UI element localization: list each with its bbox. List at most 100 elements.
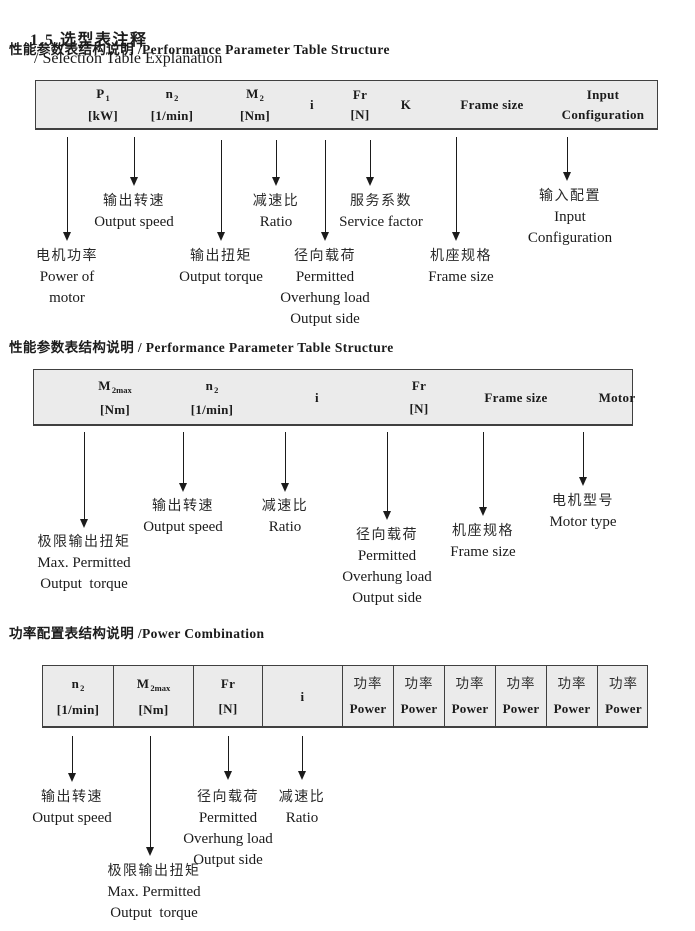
header-text: Fr [353, 88, 367, 101]
annotation-label-en: Motor type [549, 514, 617, 530]
table-column-header: 功率 Power [445, 666, 496, 726]
header-text: n2 [206, 379, 219, 395]
header-text: Fr [412, 379, 426, 392]
header-text: 功率 [405, 677, 434, 691]
header-text-main: M [246, 86, 259, 102]
annotation-label-en: Output side [290, 311, 360, 327]
header-text: 功率 [456, 677, 485, 691]
header-text: Power [452, 702, 489, 715]
header-text-main: Input [586, 87, 620, 102]
header-text-main: 功率 [455, 676, 485, 692]
header-subscript: 1 [105, 93, 110, 104]
annotation-label-en: Permitted [198, 810, 258, 826]
table-column-header: 功率 Power [394, 666, 445, 726]
header-text: M2max [137, 677, 170, 693]
annotation-label-en: Output torque [40, 576, 128, 592]
section-heading-performance-1: 性能参数表结构说明 /Performance Parameter Table S… [9, 42, 390, 57]
header-text-main: Motor [598, 389, 636, 405]
annotation-label-en: Output side [193, 852, 263, 868]
page-title-en: / Selection Table Explanation [34, 50, 223, 67]
header-text-main: Power [553, 700, 591, 716]
header-subscript: 2 [80, 682, 85, 693]
table-column-header: n2 [1/min] [191, 370, 234, 424]
header-text-main: [1/min] [150, 107, 194, 123]
header-text: 功率 [609, 677, 638, 691]
table-column-header: n2 [1/min] [151, 81, 194, 128]
annotation-label-en: Permitted [357, 548, 417, 564]
down-arrow-icon [563, 137, 571, 181]
annotation-label-zh: 径向载荷 [294, 249, 356, 264]
header-text: n2 [72, 677, 85, 693]
table-column-header: Motor [599, 370, 636, 424]
table-column-header: i [310, 81, 314, 128]
annotation-label-en: Output speed [143, 519, 223, 535]
down-arrow-icon [217, 140, 225, 241]
annotation-label-zh: 输出转速 [102, 194, 165, 209]
header-text-main: Power [502, 700, 540, 716]
header-text: i [310, 98, 314, 111]
annotation-label-en: Ratio [285, 810, 319, 826]
header-text-main: Power [451, 700, 489, 716]
header-text: K [401, 98, 411, 111]
header-text: 功率 [354, 677, 383, 691]
header-text-main: 功率 [557, 676, 587, 692]
down-arrow-icon [68, 736, 76, 782]
header-text-main: [kW] [87, 107, 119, 123]
header-text-main: [Nm] [239, 107, 271, 123]
annotation-label-zh: 输出转速 [40, 790, 103, 805]
header-text: Power [503, 702, 540, 715]
header-text: Power [401, 702, 438, 715]
annotation-label-en: Permitted [295, 269, 355, 285]
down-arrow-icon [63, 137, 71, 241]
section-heading-performance-2: 性能参数表结构说明 / Performance Parameter Table … [9, 340, 394, 355]
header-text: Configuration [562, 108, 645, 121]
header-text-main: Fr [220, 676, 236, 692]
table-column-header: i [315, 370, 319, 424]
annotation-label-en: Max. Permitted [37, 555, 131, 571]
header-text-main: [Nm] [138, 701, 169, 717]
header-text: [kW] [88, 109, 118, 122]
annotation-label-en: Configuration [527, 230, 613, 246]
annotation-label-zh: 输出扭矩 [190, 249, 252, 264]
parameter-table-2: M2max [Nm] n2 [1/min] i Fr [N] Frame size Motor [33, 369, 636, 426]
header-text: n2 [166, 87, 179, 103]
section-heading-power-combination: 功率配置表结构说明 /Power Combination [9, 626, 265, 641]
table-column-header: i [263, 666, 343, 726]
annotation-label-zh: 机座规格 [451, 524, 514, 539]
down-arrow-icon [272, 140, 280, 186]
header-text-main: 功率 [353, 676, 383, 692]
header-text-main: n [165, 86, 174, 102]
header-text: [Nm] [100, 403, 130, 416]
header-text-main: [N] [409, 400, 429, 416]
down-arrow-icon [179, 432, 187, 492]
annotation-label-en: Overhung load [342, 569, 432, 585]
header-text: M2max [98, 379, 131, 395]
annotation-label-en: motor [49, 290, 85, 306]
header-text-main: Frame size [484, 389, 548, 405]
header-text: i [315, 391, 319, 404]
header-text: 功率 [558, 677, 587, 691]
header-text: [N] [410, 402, 429, 415]
header-text-main: n [205, 377, 214, 393]
header-text-main: i [315, 389, 319, 405]
header-text: i [301, 690, 305, 703]
header-text: P1 [96, 87, 110, 103]
table-column-header: M2max [Nm] [114, 666, 194, 726]
annotation-label-en: Frame size [450, 544, 516, 560]
header-text-main: [1/min] [190, 401, 234, 417]
annotation-label-zh: 减速比 [252, 194, 300, 209]
header-subscript: 2max [111, 384, 132, 395]
down-arrow-icon [146, 736, 154, 856]
header-text-main: Fr [411, 378, 427, 394]
